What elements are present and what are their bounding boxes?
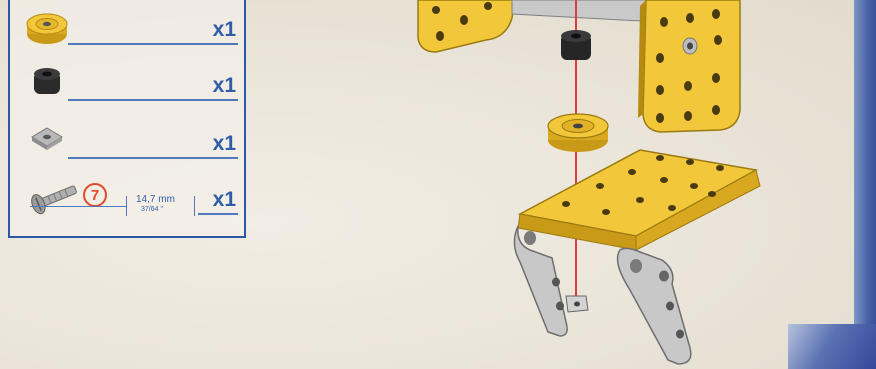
silver-bracket-left xyxy=(514,226,567,336)
yellow-flanged-plate xyxy=(518,150,760,250)
yellow-side-plate-right xyxy=(638,0,740,132)
square-nut-part xyxy=(566,296,588,312)
black-bushing-part xyxy=(561,30,591,60)
pulley-wheel-part xyxy=(548,114,608,152)
yellow-side-plate-left xyxy=(418,0,515,52)
silver-bracket-right xyxy=(618,248,691,364)
